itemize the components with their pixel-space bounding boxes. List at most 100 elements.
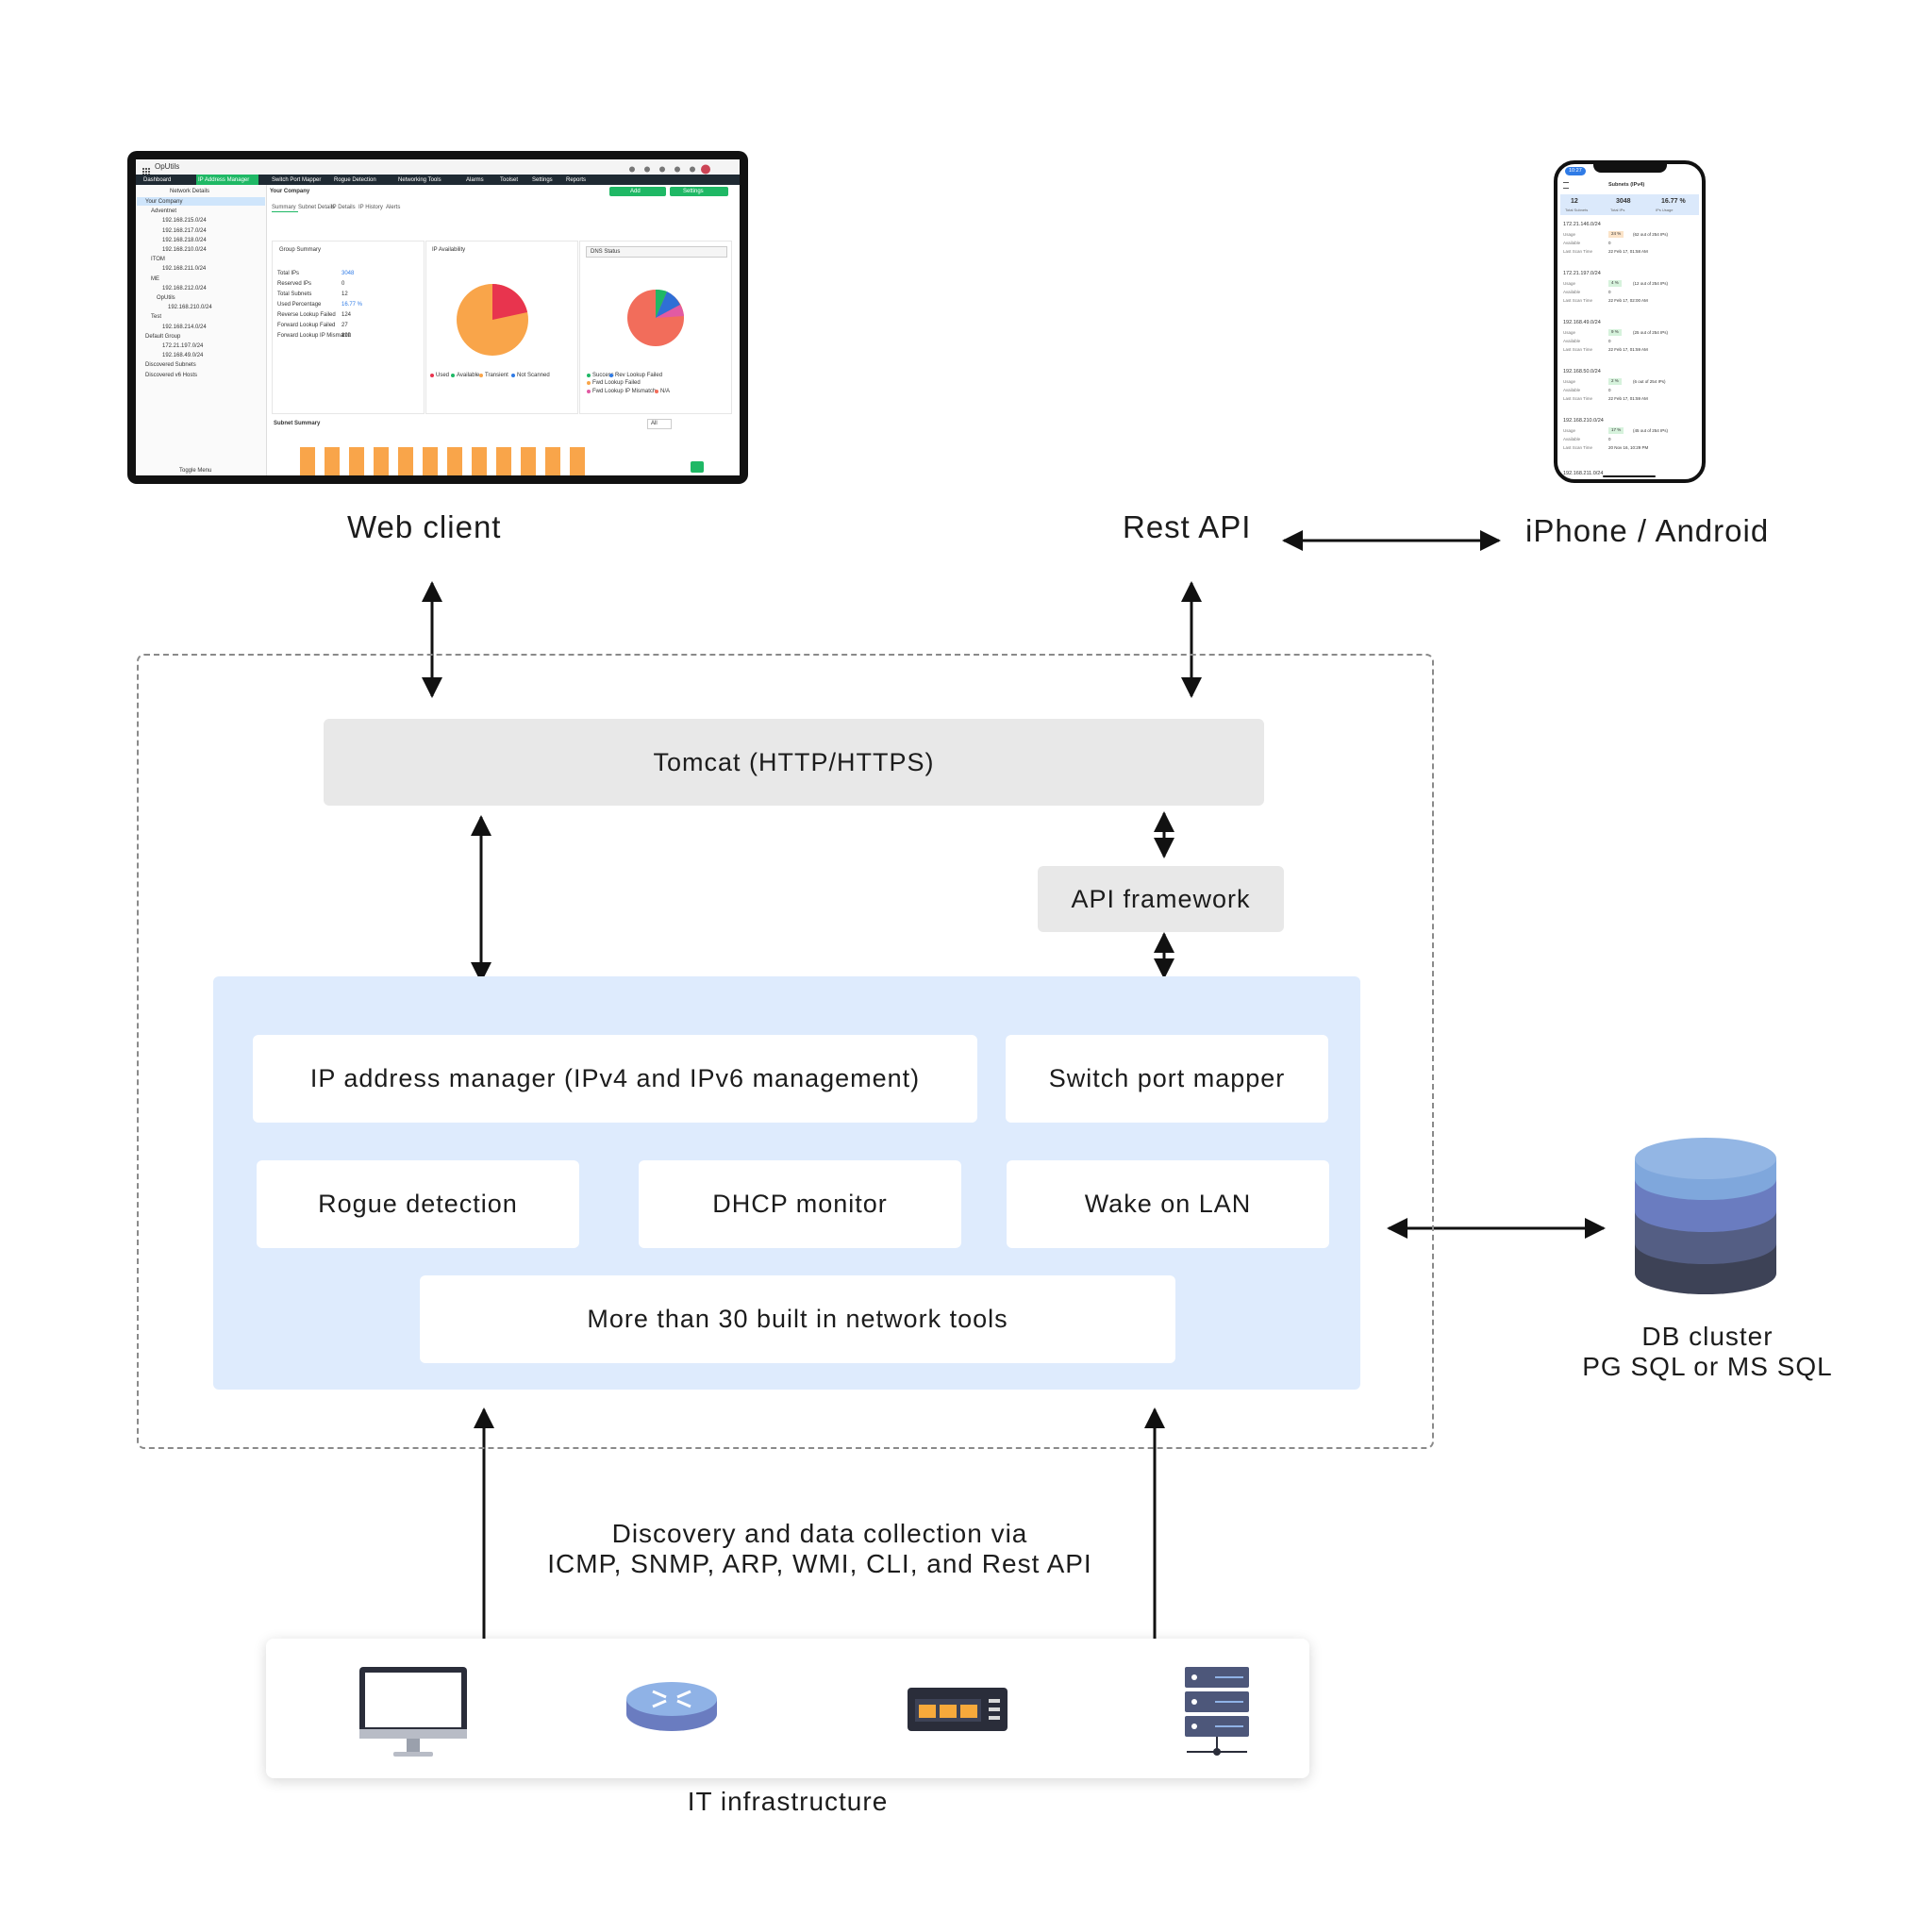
- breadcrumb: Your Company: [270, 189, 310, 194]
- phone-time-pill: 10:27: [1565, 167, 1586, 175]
- api-framework-label: API framework: [1071, 884, 1251, 913]
- usage-note: (45 out of 254 IPs): [1633, 428, 1669, 433]
- subnet-bar: [447, 447, 462, 475]
- header-tool-icons[interactable]: [626, 162, 730, 179]
- summary-key: Reserved IPs: [277, 281, 312, 287]
- usage-badge: 9 %: [1608, 329, 1622, 336]
- usage-note: (62 out of 254 IPs): [1633, 232, 1669, 237]
- legend-dot: [587, 390, 591, 393]
- legend-dot: [451, 374, 455, 377]
- nav-tab[interactable]: IP Address Manager: [198, 177, 250, 183]
- subnet-name[interactable]: 192.168.210.0/24: [1563, 418, 1604, 424]
- legend-item: Success: [592, 373, 614, 378]
- sub-tab[interactable]: Summary: [272, 205, 296, 210]
- settings-button[interactable]: Settings: [670, 187, 728, 196]
- summary-value: 0: [341, 281, 345, 287]
- available-value: 0: [1608, 437, 1611, 441]
- tree-item[interactable]: 192.168.212.0/24: [162, 285, 207, 291]
- nav-tab[interactable]: Dashboard: [143, 177, 172, 183]
- nav-tab[interactable]: Networking Tools: [398, 177, 441, 183]
- legend-item: Transient: [485, 373, 508, 378]
- stat-label: Total IPs: [1610, 208, 1625, 212]
- app-title: OpUtils: [155, 162, 180, 171]
- sub-tab[interactable]: Alerts: [386, 205, 401, 210]
- add-button[interactable]: Add: [609, 187, 666, 196]
- hamburger-icon[interactable]: [1563, 182, 1569, 189]
- summary-value: 12: [341, 291, 348, 297]
- available-label: Available: [1563, 388, 1581, 392]
- sub-tab[interactable]: IP Details: [331, 205, 356, 210]
- discovery-label-line2: ICMP, SNMP, ARP, WMI, CLI, and Rest API: [547, 1549, 1092, 1578]
- phone-stats-bar: [1560, 194, 1699, 215]
- tree-item[interactable]: Discovered Subnets: [145, 362, 196, 369]
- available-label: Available: [1563, 241, 1581, 245]
- router-icon: [626, 1682, 717, 1731]
- tree-item[interactable]: Adventnet: [151, 208, 177, 215]
- tree-item[interactable]: Your Company: [145, 199, 183, 205]
- subnet-filter-select[interactable]: All: [647, 419, 672, 429]
- nav-tab[interactable]: Toolset: [500, 177, 519, 183]
- legend-item: Fwd Lookup IP Mismatch: [592, 389, 657, 394]
- nav-tab[interactable]: Reports: [566, 177, 587, 183]
- tree-item[interactable]: 192.168.214.0/24: [162, 324, 207, 330]
- subnet-name[interactable]: 192.168.50.0/24: [1563, 369, 1601, 375]
- tomcat-box: Tomcat (HTTP/HTTPS): [324, 719, 1264, 806]
- summary-value: 124: [341, 312, 352, 318]
- tree-item[interactable]: OpUtils: [157, 295, 175, 301]
- web-client-label: Web client: [347, 509, 502, 544]
- mobile-app-screenshot: 10:27 Subnets (IPv4) 192.168.211.0/24 12…: [1554, 160, 1706, 483]
- subnet-name[interactable]: 192.168.49.0/24: [1563, 320, 1601, 325]
- usage-note: (12 out of 254 IPs): [1633, 281, 1669, 286]
- tree-item[interactable]: 192.168.215.0/24: [162, 218, 207, 225]
- usage-badge: 24 %: [1608, 231, 1624, 238]
- tree-item[interactable]: ITOM: [151, 257, 165, 263]
- tomcat-label: Tomcat (HTTP/HTTPS): [653, 747, 935, 776]
- nav-tab[interactable]: Rogue Detection: [334, 177, 376, 183]
- last-scan-label: Last Scan Time: [1563, 347, 1593, 352]
- tree-item[interactable]: 192.168.49.0/24: [162, 353, 204, 359]
- legend-dot: [609, 374, 613, 377]
- toggle-menu-button[interactable]: Toggle Menu: [179, 468, 212, 474]
- dhcp-monitor-label: DHCP monitor: [712, 1190, 888, 1218]
- last-scan-value: 22 Feb 17, 01:59 AM: [1608, 396, 1648, 401]
- summary-key: Reverse Lookup Failed: [277, 312, 336, 318]
- desktop-monitor-icon: [359, 1667, 467, 1757]
- nav-tab[interactable]: Alarms: [466, 177, 484, 183]
- stat-value: 16.77 %: [1661, 198, 1686, 205]
- tree-item[interactable]: 192.168.210.0/24: [162, 247, 207, 253]
- available-value: 0: [1608, 339, 1611, 343]
- rogue-detection-box: Rogue detection: [257, 1160, 579, 1248]
- tree-item[interactable]: 192.168.210.0/24: [168, 305, 212, 311]
- nav-tab[interactable]: Switch Port Mapper: [272, 177, 322, 183]
- subnet-bar: [423, 447, 438, 475]
- tree-item[interactable]: 172.21.197.0/24: [162, 343, 204, 349]
- legend-item: Rev Lookup Failed: [615, 373, 663, 378]
- sub-tab[interactable]: Subnet Details: [298, 205, 336, 210]
- last-scan-value: 20 Nov 16, 10:29 PM: [1608, 445, 1649, 450]
- tree-item[interactable]: Test: [151, 314, 162, 321]
- main-nav-bar: [136, 175, 740, 185]
- tree-item[interactable]: 192.168.218.0/24: [162, 237, 207, 243]
- tree-item[interactable]: Discovered v6 Hosts: [145, 372, 198, 378]
- summary-value: 192: [341, 333, 352, 339]
- dns-status-select[interactable]: DNS Status: [586, 246, 727, 258]
- legend-dot: [587, 374, 591, 377]
- network-tools-box: More than 30 built in network tools: [420, 1275, 1175, 1363]
- ip-availability-panel: [425, 241, 578, 414]
- switch-icon: [908, 1688, 1008, 1731]
- nav-tab[interactable]: Settings: [532, 177, 553, 183]
- tree-item[interactable]: 192.168.217.0/24: [162, 227, 207, 234]
- tree-item[interactable]: 192.168.211.0/24: [162, 266, 207, 273]
- subnet-bar: [472, 447, 487, 475]
- api-framework-box: API framework: [1038, 866, 1284, 932]
- switch-port-mapper-box: Switch port mapper: [1006, 1035, 1328, 1123]
- subnet-name[interactable]: 172.21.197.0/24: [1563, 271, 1601, 276]
- last-scan-label: Last Scan Time: [1563, 249, 1593, 254]
- subnet-name[interactable]: 172.21.146.0/24: [1563, 222, 1601, 227]
- tree-item[interactable]: Default Group: [145, 333, 181, 340]
- summary-value: 16.77 %: [341, 302, 363, 308]
- tree-item[interactable]: ME: [151, 275, 159, 282]
- chat-icon[interactable]: [691, 461, 704, 473]
- switch-port-mapper-label: Switch port mapper: [1048, 1064, 1286, 1092]
- sub-tab[interactable]: IP History: [358, 205, 383, 210]
